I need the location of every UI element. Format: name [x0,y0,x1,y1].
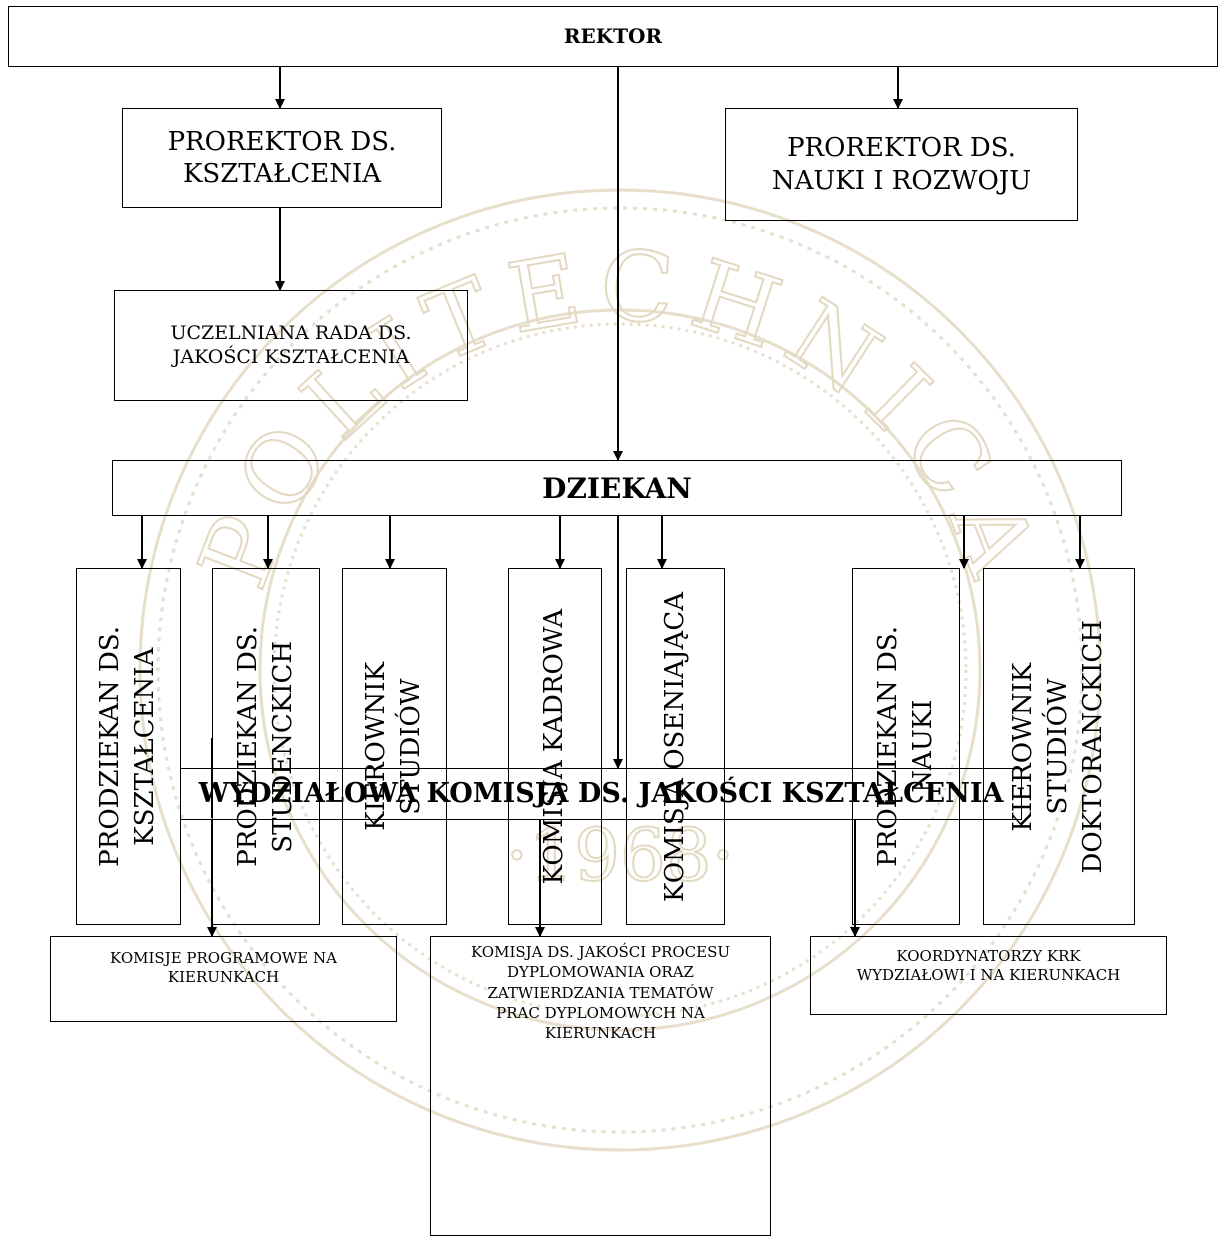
unit-komisja-kadrowa: KOMISJA KADROWA [508,568,602,925]
komisje-programowe-line: KIERUNKACH [167,967,280,986]
dziekan-label: DZIEKAN [542,471,692,505]
dziekan-box: DZIEKAN [112,460,1122,516]
uczelniana-rada-line-2: JAKOŚCI KSZTAŁCENIA [172,345,410,368]
unit-prodziekan-ksztalcenia: PRODZIEKAN DS. KSZTAŁCENIA [76,568,181,925]
prorektor-ksztalcenia-line-2: KSZTAŁCENIA [182,159,382,189]
prorektor-nauki-box: PROREKTOR DS. NAUKI I ROZWOJU [725,108,1078,221]
unit-prodziekan-studenckich: PRODZIEKAN DS. STUDENCKICH [212,568,320,925]
prorektor-nauki-line-2: NAUKI I ROZWOJU [771,165,1032,196]
unit-komisja-oseniajaca: KOMISJA OSENIAJĄCA [626,568,725,925]
unit-line: STUDIÓW [1043,678,1074,815]
koordynatorzy-krk-line: KOORDYNATORZY KRK [896,947,1081,965]
prorektor-ksztalcenia-box: PROREKTOR DS. KSZTAŁCENIA [122,108,442,208]
unit-kierownik-studiow: KIEROWNIK STUDIÓW [342,568,447,925]
komisje-programowe-line: KOMISJE PROGRAMOWE NA [110,949,337,967]
koordynatorzy-krk-line: WYDZIAŁOWI I NA KIERUNKACH [856,965,1121,984]
komisja-dyplomowania-line: KOMISJA DS. JAKOŚCI PROCESU [471,943,730,961]
unit-line: PRODZIEKAN DS. [95,626,126,867]
unit-line: KSZTAŁCENIA [130,647,161,846]
wydzialowa-komisja-label: WYDZIAŁOWA KOMISJA DS. JAKOŚCI KSZTAŁCEN… [198,778,1004,810]
komisja-dyplomowania-box: KOMISJA DS. JAKOŚCI PROCESU DYPLOMOWANIA… [430,936,771,1236]
unit-line: KOMISJA KADROWA [539,608,570,885]
uczelniana-rada-box: UCZELNIANA RADA DS. JAKOŚCI KSZTAŁCENIA [114,290,468,401]
wydzialowa-komisja-box: WYDZIAŁOWA KOMISJA DS. JAKOŚCI KSZTAŁCEN… [180,768,1022,820]
rektor-label: REKTOR [563,24,663,48]
watermark-year: ·1968· [505,813,734,897]
rektor-box: REKTOR [8,6,1218,67]
unit-line: DOKTORANCKICH [1078,619,1109,874]
komisje-programowe-box: KOMISJE PROGRAMOWE NA KIERUNKACH [50,936,397,1022]
unit-line: KOMISJA OSENIAJĄCA [659,591,690,902]
koordynatorzy-krk-box: KOORDYNATORZY KRK WYDZIAŁOWI I NA KIERUN… [810,936,1167,1015]
unit-prodziekan-nauki: PRODZIEKAN DS. NAUKI [852,568,960,925]
komisja-dyplomowania-line: KIERUNKACH [544,1024,657,1042]
unit-kierownik-studiow-doktoranckich: KIEROWNIK STUDIÓW DOKTORANCKICH [983,568,1135,925]
prorektor-nauki-line-1: PROREKTOR DS. [787,133,1016,163]
unit-line: STUDENCKICH [268,640,298,853]
komisja-dyplomowania-line: PRAC DYPLOMOWYCH NA [496,1003,705,1022]
komisja-dyplomowania-line: DYPLOMOWANIA ORAZ [507,963,694,982]
unit-line: PRODZIEKAN DS. [872,626,903,867]
prorektor-ksztalcenia-line-1: PROREKTOR DS. [167,126,397,157]
unit-line: PRODZIEKAN DS. [232,626,263,867]
komisja-dyplomowania-line: ZATWIERDZANIA TEMATÓW [487,983,714,1002]
uczelniana-rada-line-1: UCZELNIANA RADA DS. [170,321,412,344]
